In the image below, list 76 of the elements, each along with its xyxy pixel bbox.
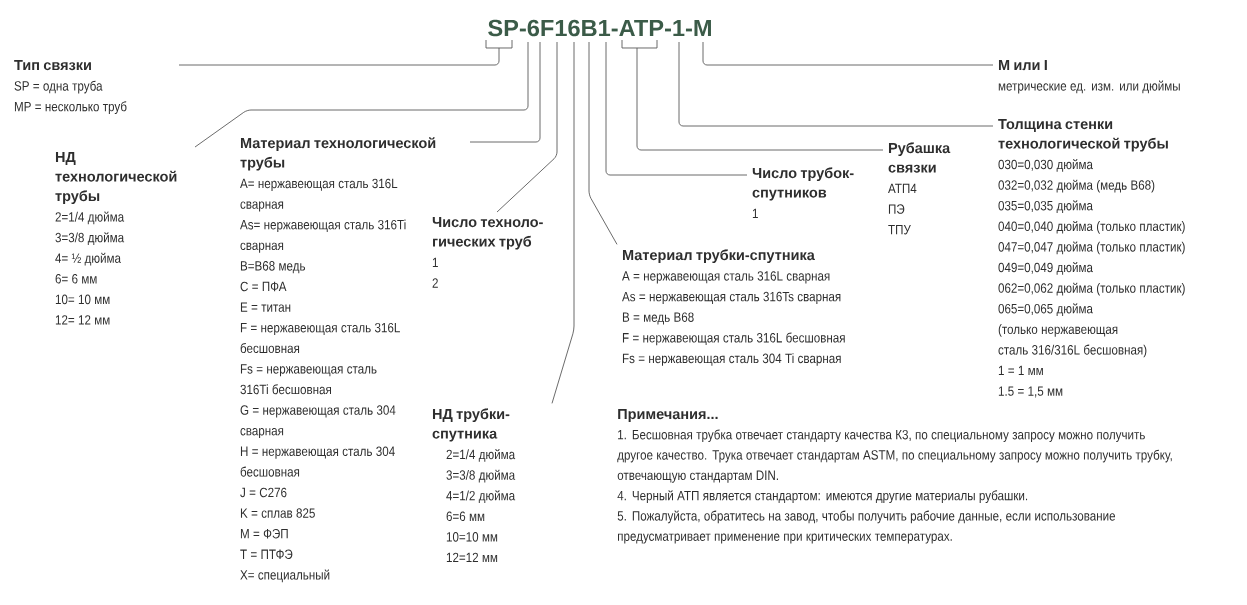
leader-line bbox=[469, 41, 541, 143]
code-value: 1 = 1 мм bbox=[998, 365, 1043, 376]
code-value: Fs = нержавеющая сталь 304 Ti сварная bbox=[622, 353, 841, 366]
heading: Число техноло-гических труб bbox=[432, 217, 543, 250]
leader-line bbox=[588, 41, 618, 245]
code-value: E = титан bbox=[240, 302, 291, 312]
note-text: 5. Пожалуйста, обратитесь на завод, чтобы получить рабочие данные, если использование предусматривает применение при критических температурах. bbox=[617, 510, 1116, 544]
code-value: 12= 12 мм bbox=[55, 315, 110, 325]
code-value: 2=1/4 дюйма bbox=[55, 211, 125, 225]
leader-line bbox=[551, 41, 575, 404]
heading: Число трубок-спутников bbox=[752, 167, 854, 201]
code-value: 1 bbox=[432, 257, 438, 268]
code-value: X= специальный bbox=[240, 569, 330, 583]
code-value: 2=1/4 дюйма bbox=[446, 449, 516, 462]
code-value: K = сплав 825 bbox=[240, 508, 315, 518]
code-value: MP = несколько труб bbox=[14, 101, 127, 114]
leader-line bbox=[194, 41, 529, 148]
heading: Материал технологической трубы bbox=[240, 137, 436, 171]
code-value: M = ФЭП bbox=[240, 528, 288, 539]
leader-line bbox=[496, 41, 558, 213]
code-value: (только нержавеющая сталь 316/316L бесшовная) bbox=[998, 324, 1147, 358]
code-value: 035=0,035 дюйма bbox=[998, 200, 1093, 213]
code-value: B=B68 медь bbox=[240, 261, 306, 274]
code-value: As= нержавеющая сталь 316Ti сварная bbox=[240, 219, 406, 253]
code-value: 032=0,032 дюйма (медь B68) bbox=[998, 179, 1155, 193]
code-value: метрические ед. изм. или дюймы bbox=[998, 80, 1180, 94]
code-value: 4=1/2 дюйма bbox=[446, 490, 516, 503]
code-value: 3=3/8 дюйма bbox=[55, 232, 125, 245]
code-value: T = ПТФЭ bbox=[240, 549, 293, 560]
code-value: F = нержавеющая сталь 316L бесшовная bbox=[240, 322, 400, 354]
code-value: F = нержавеющая сталь 316L бесшовная bbox=[622, 332, 845, 346]
code-value: 030=0,030 дюйма bbox=[998, 159, 1093, 172]
code-value: 062=0,062 дюйма (только пластик) bbox=[998, 282, 1185, 296]
note-text: 1. Бесшовная трубка отвечает стандарту качества К3, по специальному запросу можно получить другое качество. Трука отвечает стандартам ASTM, по специальному запросу можно получить трубку, отвечающую стандартам DIN. bbox=[617, 429, 1172, 483]
code-value: G = нержавеющая сталь 304 сварная bbox=[240, 405, 396, 439]
code-value: 3=3/8 дюйма bbox=[446, 469, 516, 483]
code-value: J = C276 bbox=[240, 487, 287, 498]
heading: Толщина стенки технологической трубы bbox=[998, 119, 1168, 152]
code-value: 10= 10 мм bbox=[55, 294, 110, 305]
code-value: 6= 6 мм bbox=[55, 274, 97, 284]
code-value: 040=0,040 дюйма (только пластик) bbox=[998, 220, 1185, 234]
code-value: SP = одна труба bbox=[14, 80, 103, 94]
heading: Тип связки bbox=[14, 60, 91, 71]
code-value: 4= ½ дюйма bbox=[55, 252, 121, 266]
heading: M или I bbox=[999, 60, 1047, 71]
code-value: 1 bbox=[752, 208, 758, 219]
code-value: 1.5 = 1,5 мм bbox=[998, 386, 1063, 398]
notes-heading: Примечания... bbox=[618, 409, 718, 422]
leader-line bbox=[605, 41, 748, 176]
heading: НД трубки-спутника bbox=[432, 408, 510, 442]
code-value: 065=0,065 дюйма bbox=[998, 303, 1093, 316]
code-value: 10=10 мм bbox=[446, 532, 498, 542]
heading: НД технологической трубы bbox=[55, 152, 177, 204]
leader-line bbox=[702, 41, 994, 66]
leader-line bbox=[636, 47, 884, 151]
code-value: 12=12 мм bbox=[446, 552, 498, 563]
code-value: 047=0,047 дюйма (только пластик) bbox=[998, 241, 1185, 255]
code-value: A= нержавеющая сталь 316L сварная bbox=[240, 178, 398, 212]
note-text: 4. Черный АТП является стандартом: имеются другие материалы рубашки. bbox=[617, 490, 1028, 503]
code-value: 2 bbox=[432, 278, 438, 288]
order-code: SP-6F16B1-ATP-1-M bbox=[488, 19, 711, 37]
leader-line bbox=[178, 47, 500, 66]
code-value: Fs = нержавеющая сталь 316Ti бесшовная bbox=[240, 364, 377, 395]
heading: Материал трубки-спутника bbox=[623, 249, 815, 263]
code-value: 6=6 мм bbox=[446, 511, 485, 522]
code-value: АТП4 bbox=[888, 183, 917, 194]
code-value: As = нержавеющая сталь 316Ts сварная bbox=[622, 291, 841, 304]
code-value: A = нержавеющая сталь 316L сварная bbox=[622, 271, 830, 284]
code-value: 049=0,049 дюйма bbox=[998, 262, 1093, 275]
code-value: ТПУ bbox=[888, 225, 911, 235]
code-value: C = ПФА bbox=[240, 281, 287, 292]
code-value: H = нержавеющая сталь 304 бесшовная bbox=[240, 446, 395, 477]
leader-line bbox=[678, 41, 994, 127]
heading: Рубашка связки bbox=[888, 142, 951, 173]
code-value: ПЭ bbox=[888, 204, 905, 214]
code-value: B = медь B68 bbox=[622, 312, 694, 325]
